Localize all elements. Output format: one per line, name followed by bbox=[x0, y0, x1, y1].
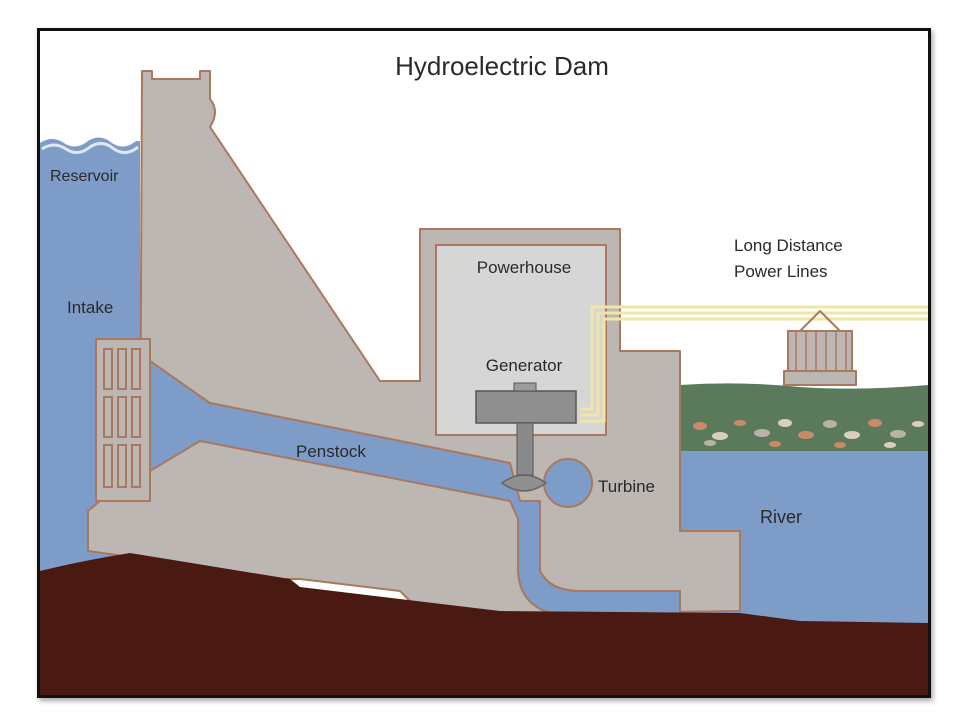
bedrock bbox=[40, 553, 928, 695]
power-lines-label-line1: Long Distance bbox=[734, 236, 843, 255]
hydroelectric-dam-diagram: Hydroelectric Dam Reservoir Intake Power… bbox=[40, 51, 928, 695]
intake-grate bbox=[95, 338, 151, 502]
riverbank-grass bbox=[680, 383, 928, 451]
generator-body bbox=[475, 390, 577, 424]
power-lines-label-line2: Power Lines bbox=[734, 262, 828, 281]
intake-label: Intake bbox=[67, 298, 113, 317]
generator-label: Generator bbox=[486, 356, 563, 375]
diagram-title: Hydroelectric Dam bbox=[395, 51, 609, 81]
dam-structure bbox=[87, 70, 741, 616]
generator-top-cap bbox=[513, 382, 537, 392]
turbine-runner bbox=[500, 474, 548, 492]
turbine-shaft bbox=[516, 422, 534, 476]
transformer bbox=[783, 309, 857, 386]
riverbank-rocks bbox=[693, 419, 924, 448]
river-label: River bbox=[760, 507, 802, 527]
penstock-label: Penstock bbox=[296, 442, 366, 461]
reservoir-surface-waves bbox=[41, 142, 139, 154]
powerhouse-label: Powerhouse bbox=[477, 258, 572, 277]
diagram-frame: Hydroelectric Dam Reservoir Intake Power… bbox=[37, 28, 931, 698]
reservoir-label: Reservoir bbox=[50, 168, 119, 185]
turbine-label: Turbine bbox=[598, 477, 655, 496]
power-lines bbox=[580, 305, 928, 423]
turbine-housing bbox=[543, 458, 593, 508]
